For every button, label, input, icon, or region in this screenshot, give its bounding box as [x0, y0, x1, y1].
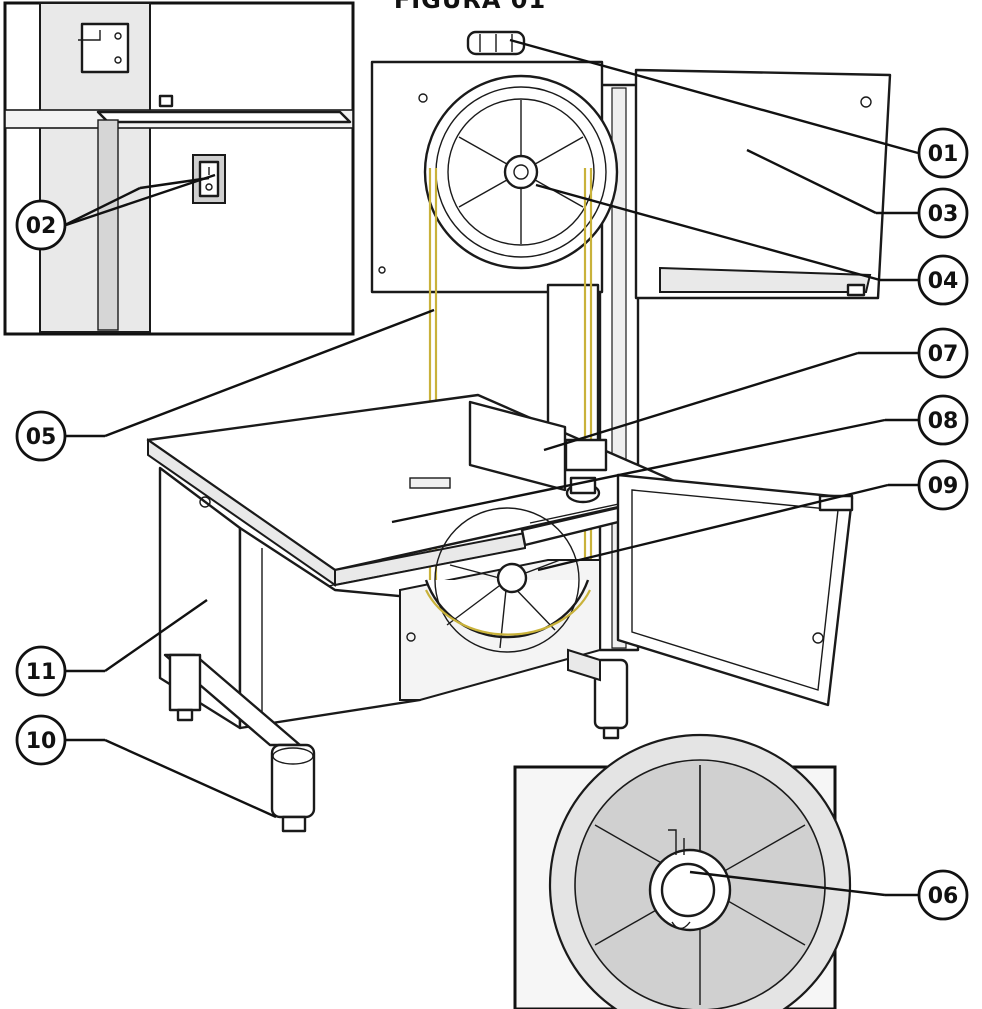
callout-04: 04 [917, 254, 969, 306]
callout-10: 10 [15, 714, 67, 766]
callout-06: 06 [917, 869, 969, 921]
hub-retaining-clip [648, 829, 732, 932]
callout-01: 01 [917, 127, 969, 179]
callout-01-label: 01 [928, 142, 959, 167]
callout-07: 07 [917, 327, 969, 379]
callout-04-label: 04 [928, 269, 959, 294]
upper-wheel [423, 74, 619, 270]
callout-03-label: 03 [928, 202, 959, 227]
callout-08: 08 [917, 394, 969, 446]
callout-07-label: 07 [928, 342, 959, 367]
callout-10-label: 10 [26, 729, 57, 754]
leader-lines [64, 38, 920, 897]
callout-05: 05 [15, 410, 67, 462]
blade-guide [468, 400, 608, 504]
callout-02-label: 02 [26, 214, 57, 239]
tension-knob [466, 30, 526, 56]
callout-03: 03 [917, 187, 969, 239]
callout-11: 11 [15, 645, 67, 697]
upper-door [634, 68, 892, 300]
callout-11-label: 11 [26, 660, 57, 685]
figure-title: FIGURA 01 [393, 0, 547, 14]
callout-02: 02 [15, 199, 67, 251]
callout-09: 09 [917, 459, 969, 511]
callout-08-label: 08 [928, 409, 959, 434]
leveling-foot [270, 743, 316, 833]
lower-wheel [424, 507, 591, 653]
callout-09-label: 09 [928, 474, 959, 499]
callout-06-label: 06 [928, 884, 959, 909]
inset-switch-detail [3, 1, 355, 336]
lower-door [616, 473, 854, 707]
callout-05-label: 05 [26, 425, 57, 450]
inset-hub-detail [513, 733, 852, 1009]
